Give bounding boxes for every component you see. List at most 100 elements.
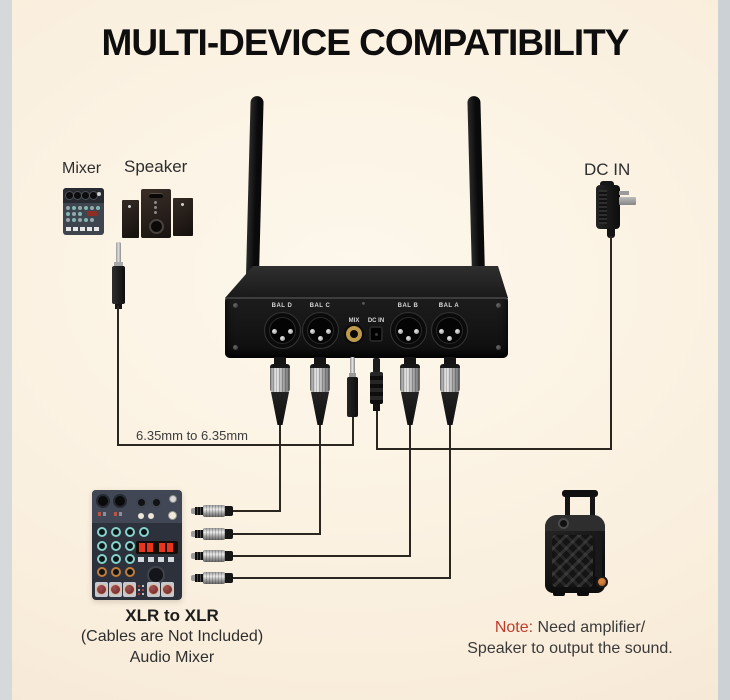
port-label-bal-d: BAL D [271,303,293,309]
speaker-body [545,515,605,593]
mixer-rca [138,513,144,519]
speaker-grille [552,535,593,587]
speaker-label: Speaker [124,157,188,176]
cable-mix-horizontal [117,444,354,446]
note-after-label: Need amplifier/ [533,619,646,636]
adapter-strain-relief [607,228,615,238]
xlr-heading: XLR to XLR [125,606,219,625]
xlr-connector-bal-a [440,357,460,425]
mixer-knob [90,218,94,222]
xlr-connector-bal-d [270,357,290,425]
panel-screw [233,303,238,308]
cable-bal-d [279,424,281,512]
mixer-knob [66,212,70,216]
speaker-led [128,205,131,208]
adapter-prong [619,191,629,195]
mixer-knob [169,495,177,503]
panel-screw [362,302,365,305]
xlr-male-connector-4 [191,571,233,585]
cables-note: (Cables are Not Included) [80,628,264,645]
small-mixer-image [63,188,104,235]
xlr-male-connector-1 [191,504,233,518]
adapter-cap [600,181,614,187]
port-label-bal-a: BAL A [438,303,460,309]
mixer-button [94,227,99,231]
cable-dc-horizontal [376,448,612,450]
mixer-led [97,192,101,196]
mixer-knob [84,218,88,222]
mixer-xlr-input [96,494,110,508]
dc-in-label: DC IN [584,160,631,179]
mixer-knob [66,218,70,222]
mixer-rca [168,511,177,520]
xlr-port-bal-d [264,312,301,349]
mixer-knob [72,206,76,210]
jack-plug-tip [116,242,121,264]
cable-mix-plug [352,417,354,446]
mixer-rca [148,513,154,519]
mixer-xlr-input [113,494,127,508]
mixer-knob [66,206,70,210]
port-label-mix: MIX [348,318,360,324]
mixer-knob [78,212,82,216]
port-label-bal-b: BAL B [397,303,419,309]
mixer-button [80,227,85,231]
receiver-top-face [225,266,508,298]
dc-jack-socket [369,326,383,342]
adapter-grille [599,190,607,224]
port-label-dc-in: DC IN [367,318,385,324]
speaker-foot [553,591,565,596]
panel-screw [440,302,443,305]
page-title: MULTI-DEVICE COMPATIBILITY [101,22,630,63]
panel-screw [496,345,501,350]
mixer-knob [72,218,76,222]
dc-plug-tip [373,358,380,373]
cable-dc-plug [376,410,378,450]
speaker-led [181,203,184,206]
xlr-port-bal-b [390,312,427,349]
note-red-label: Note: [494,619,534,636]
xlr-port-bal-a [431,312,468,349]
cable-bal-b [409,424,411,557]
audio-mixer-image [92,490,182,600]
mixer-display [87,211,97,216]
jack-plug-collar [114,262,123,266]
mixer-label: Mixer [62,160,102,177]
cable-size-label: 6.35mm to 6.35mm [136,428,248,443]
speaker-foot [577,591,589,596]
speaker-wheel [596,576,608,588]
mixer-knob [84,206,88,210]
mixer-button [87,227,92,231]
page-edge-right [718,0,730,700]
subwoofer-knob [149,219,164,234]
subwoofer-port [149,193,163,198]
dc-plug-tail [373,404,380,411]
mixer-knob [90,206,94,210]
speaker-system-image [120,188,197,239]
mixer-knob [78,206,82,210]
note-text-line2: Speaker to output the sound. [467,640,673,657]
mixer-button [66,227,71,231]
cable-bal-c-h [230,533,321,535]
speaker-handle-rail [565,497,570,519]
jack-plug-body [112,266,125,304]
xlr-connector-bal-c [310,357,330,425]
page-edge-left [0,0,12,700]
trolley-speaker-image [543,488,613,598]
audio-mixer-label: Audio Mixer [129,649,215,666]
mixer-knob [78,218,82,222]
xlr-connector-bal-b [400,357,420,425]
adapter-prong [619,197,636,205]
subwoofer-button [154,206,157,209]
cable-bal-a [449,424,451,579]
dc-plug-body [370,372,383,404]
subwoofer-button [154,211,157,214]
speaker-satellite-right [173,198,193,236]
cable-bal-c [319,424,321,535]
mixer-knob [72,212,76,216]
cable-jack-left [117,306,119,446]
mix-jack-socket [346,326,362,342]
cable-dc-adapter [610,236,612,450]
speaker-handle [562,490,598,497]
